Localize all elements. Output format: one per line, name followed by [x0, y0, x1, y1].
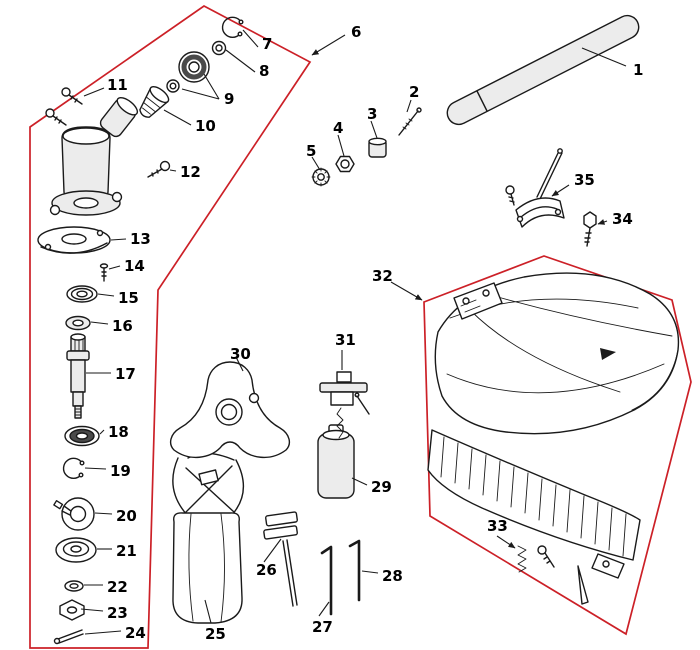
guard-extension-band — [427, 429, 641, 605]
part-label-22: 22 — [107, 578, 128, 596]
part-15-bearing — [66, 285, 98, 303]
part-label-4: 4 — [333, 119, 344, 137]
part-4-hex-nut — [335, 155, 355, 173]
part-28-hex-key — [348, 539, 361, 602]
part-9-ball-bearing — [166, 51, 210, 93]
guard-group-outline — [423, 255, 692, 636]
part-35-shaft-clamp — [505, 148, 565, 228]
parts-drawing — [37, 14, 680, 645]
part-12-bolt — [147, 160, 171, 178]
part-5-star-nut — [311, 167, 331, 187]
part-2-cable-end — [398, 107, 422, 136]
part-19-snap-ring — [62, 457, 85, 480]
part-label-17: 17 — [115, 365, 136, 383]
part-label-1: 1 — [633, 61, 644, 79]
part-20-clamp-collar — [53, 497, 95, 531]
part-label-14: 14 — [124, 257, 145, 275]
part-label-10: 10 — [195, 117, 216, 135]
part-label-30: 30 — [230, 345, 251, 363]
part-label-27: 27 — [312, 618, 333, 636]
part-26-strap-buckle — [263, 511, 298, 607]
gearbox-group-outline — [29, 5, 312, 649]
part-label-2: 2 — [409, 83, 420, 101]
part-31-mount-assembly — [319, 371, 370, 439]
part-label-11: 11 — [107, 76, 128, 94]
part-16-washer-bearing — [65, 315, 91, 331]
part-30-tri-blade — [169, 361, 291, 458]
part-label-18: 18 — [108, 423, 129, 441]
part-label-13: 13 — [130, 230, 151, 248]
part-label-15: 15 — [118, 289, 139, 307]
part-label-31: 31 — [335, 331, 356, 349]
part-17-output-shaft — [66, 333, 90, 419]
part-label-20: 20 — [116, 507, 137, 525]
part-29-grease-bottle — [317, 424, 355, 499]
part-label-16: 16 — [112, 317, 133, 335]
part-label-34: 34 — [612, 210, 633, 228]
part-label-8: 8 — [259, 62, 270, 80]
gearbox-housing — [49, 96, 139, 216]
part-8-washer — [211, 40, 227, 56]
part-label-6: 6 — [351, 23, 362, 41]
part-label-29: 29 — [371, 478, 392, 496]
part-22-washer — [64, 580, 84, 592]
part-10-bevel-gear — [139, 86, 170, 118]
part-11-screws — [45, 87, 83, 126]
part-21-cup-flange — [55, 537, 97, 563]
part-label-19: 19 — [110, 462, 131, 480]
part-label-5: 5 — [306, 142, 317, 160]
part-label-7: 7 — [262, 35, 273, 53]
part-label-26: 26 — [256, 561, 277, 579]
part-18-ball-bearing — [64, 425, 100, 447]
part-32-safety-guard — [434, 272, 680, 435]
part-label-21: 21 — [116, 542, 137, 560]
part-label-23: 23 — [107, 604, 128, 622]
part-label-32: 32 — [372, 267, 393, 285]
part-33-screws-spring — [517, 545, 555, 573]
part-34-bolt — [583, 211, 597, 247]
part-label-28: 28 — [382, 567, 403, 585]
part-27-hex-key — [320, 545, 333, 616]
part-label-3: 3 — [367, 105, 378, 123]
part-25-harness-bag — [172, 452, 245, 624]
leader-lines — [80, 29, 627, 635]
part-24-cotter-pin — [53, 629, 84, 645]
part-label-35: 35 — [574, 171, 595, 189]
red-group-outlines — [29, 5, 692, 649]
part-13-flange-cover — [37, 226, 111, 254]
part-label-25: 25 — [205, 625, 226, 643]
part-7-snap-ring — [221, 16, 244, 39]
part-label-33: 33 — [487, 517, 508, 535]
part-label-12: 12 — [180, 163, 201, 181]
part-23-lock-nut — [59, 599, 85, 621]
part-14-screw — [99, 263, 109, 282]
part-3-sleeve — [368, 137, 387, 158]
part-1-shaft-tube — [446, 14, 640, 126]
part-label-24: 24 — [125, 624, 146, 642]
part-label-9: 9 — [224, 90, 235, 108]
